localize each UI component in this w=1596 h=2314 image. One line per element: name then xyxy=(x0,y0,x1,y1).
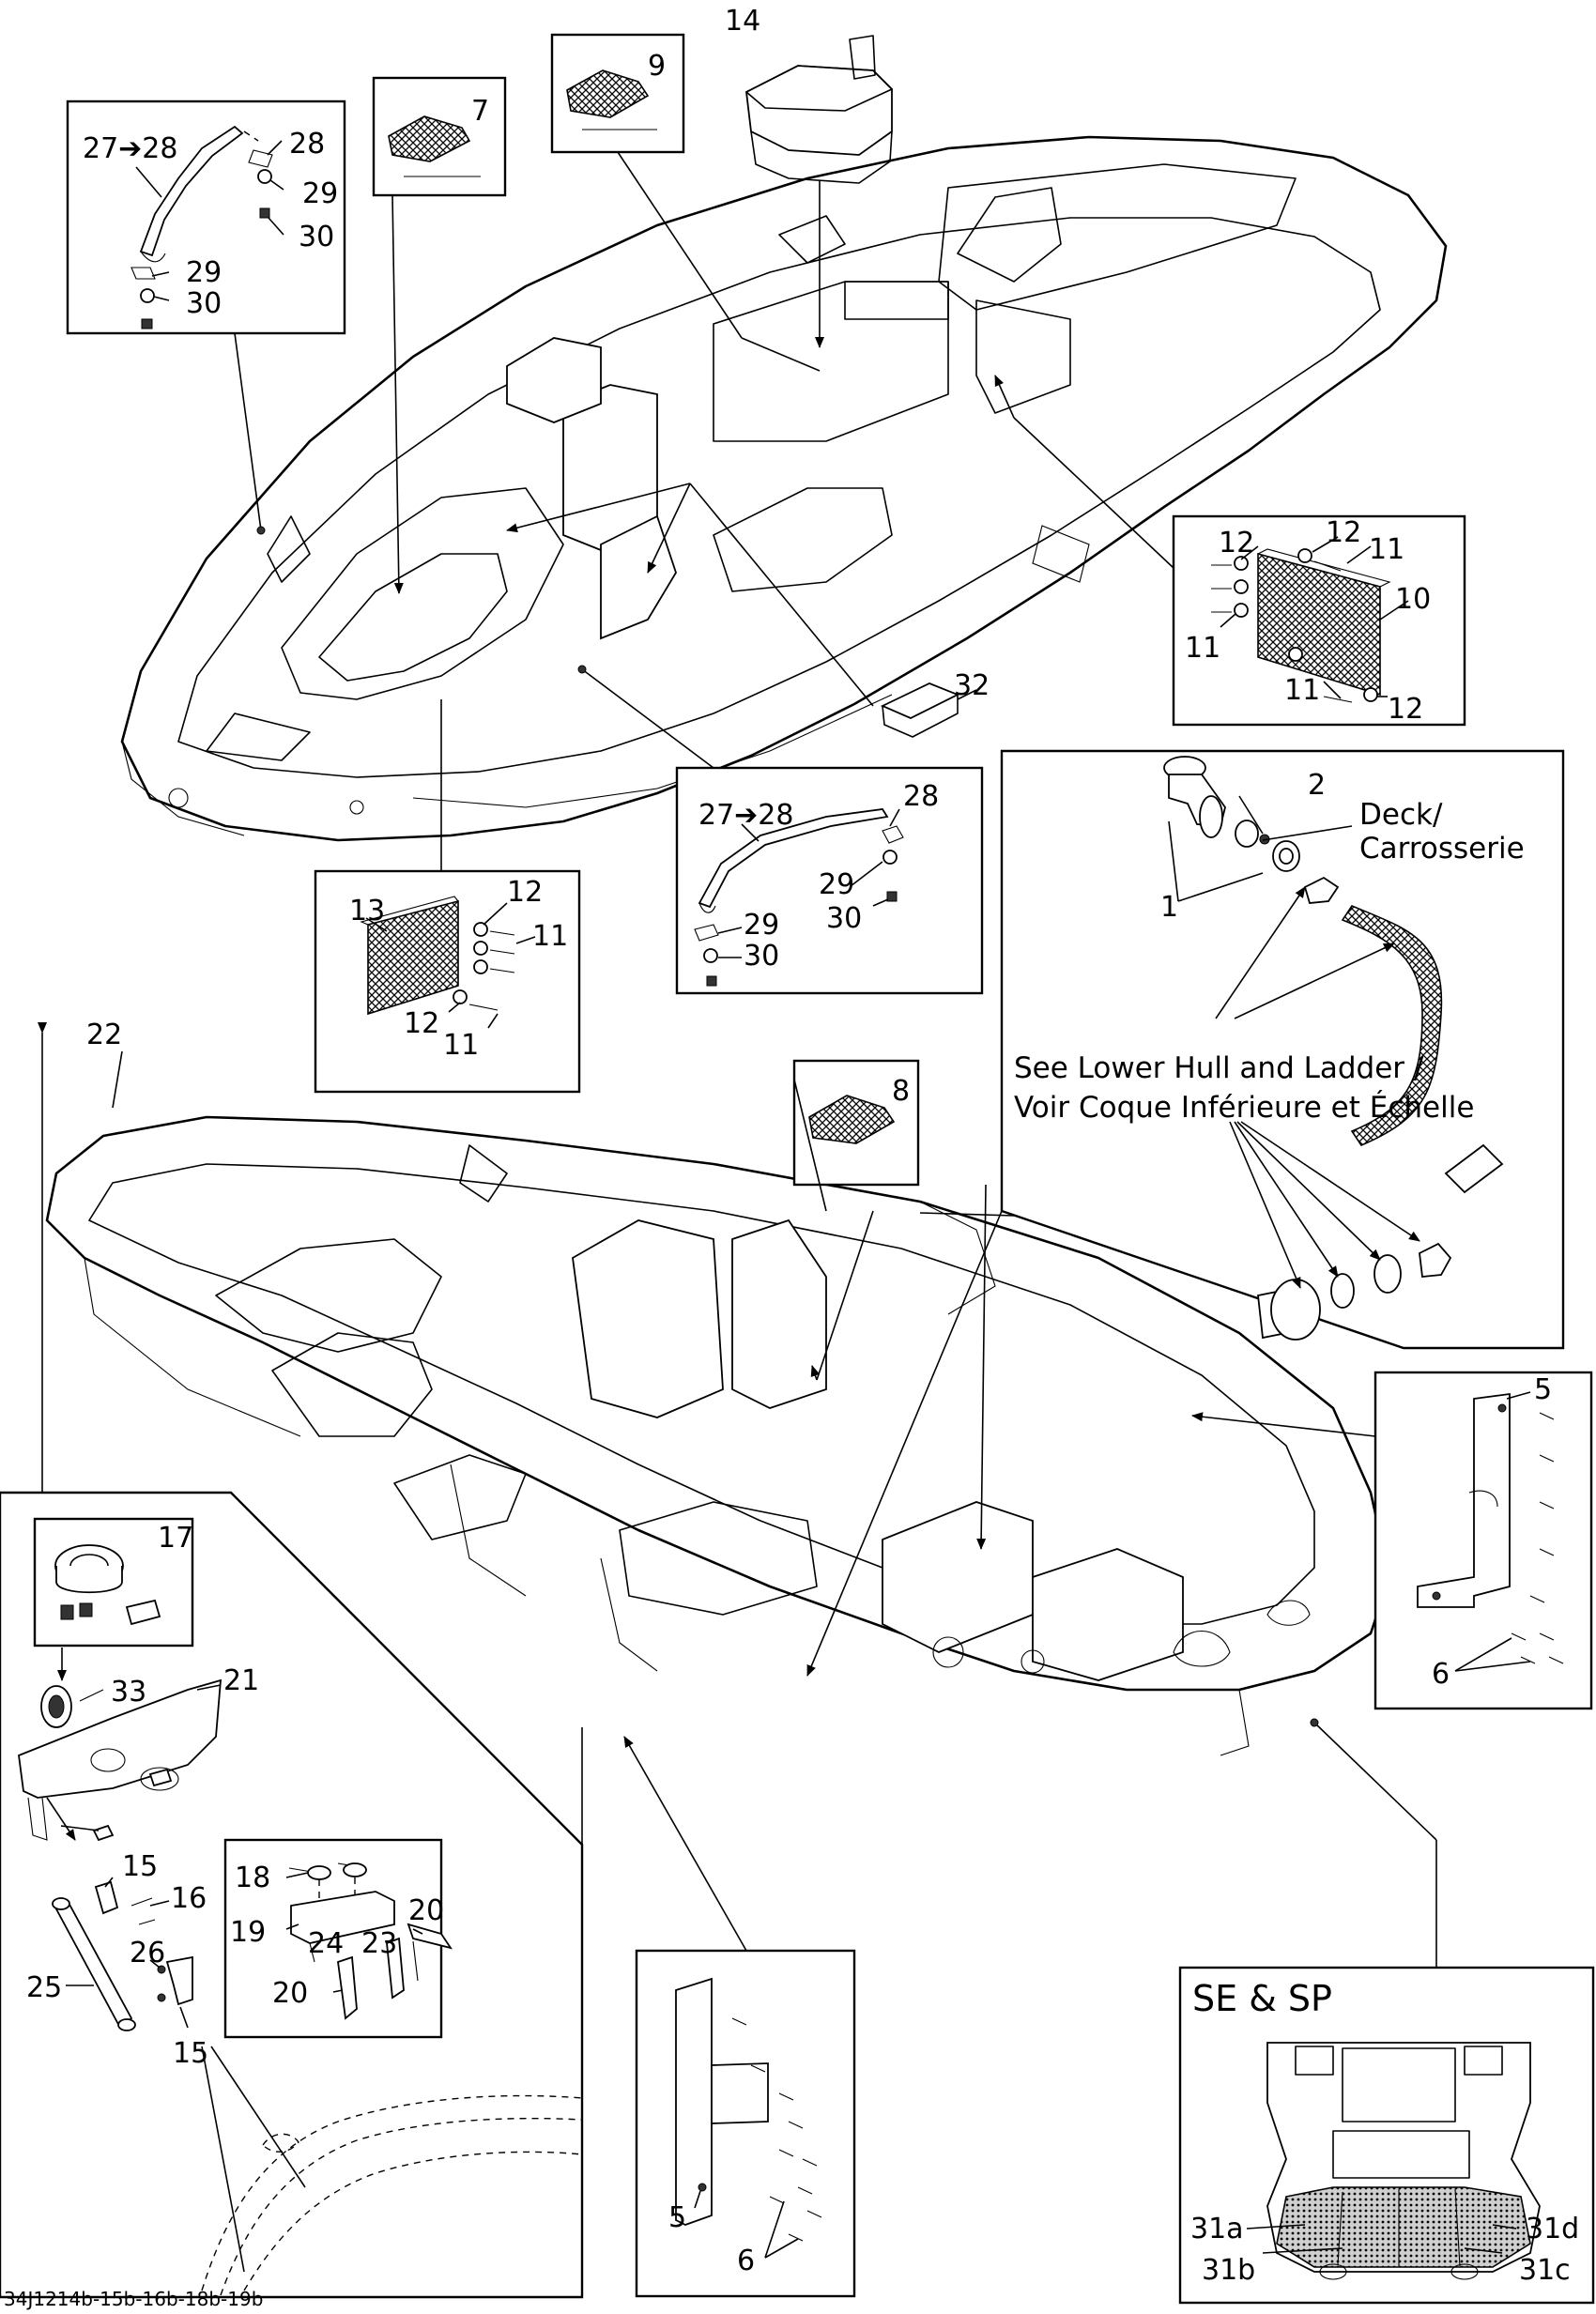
box-grab-handle-b xyxy=(675,766,984,995)
label-6-b: 6 xyxy=(737,2245,755,2277)
see-note-line2: Voir Coque Inférieure et Échelle xyxy=(1014,1091,1474,1125)
label-31b: 31b xyxy=(1202,2254,1255,2287)
label-32: 32 xyxy=(954,669,990,702)
box-drain xyxy=(1000,749,1565,1350)
part-labels: 27➔28 28 29 30 29 30 7 9 14 12 12 11 10 … xyxy=(4,5,1579,2310)
label-6-a: 6 xyxy=(1432,1658,1450,1691)
label-5-a: 5 xyxy=(1534,1373,1552,1406)
label-31c: 31c xyxy=(1519,2254,1571,2287)
box-grab-handle-a xyxy=(66,100,346,335)
box-se-sp xyxy=(1178,1966,1595,2305)
label-31a: 31a xyxy=(1190,2213,1244,2245)
label-30-c: 30 xyxy=(826,902,862,935)
label-11-e: 11 xyxy=(443,1029,479,1062)
box-item-9 xyxy=(550,33,685,154)
label-29-a: 29 xyxy=(302,177,338,210)
label-12-e: 12 xyxy=(404,1007,439,1040)
label-30-b: 30 xyxy=(186,287,222,320)
deck-note-line2: Carrosserie xyxy=(1359,832,1525,866)
label-28-b: 28 xyxy=(903,780,939,813)
label-27-28-a: 27➔28 xyxy=(83,132,177,165)
label-29-d: 29 xyxy=(744,909,779,942)
upper-deck xyxy=(120,135,1448,842)
label-15-a: 15 xyxy=(122,1850,158,1883)
box-mesh-10 xyxy=(1172,514,1466,727)
label-11-b: 11 xyxy=(1185,632,1220,665)
label-13: 13 xyxy=(349,895,385,927)
label-30-a: 30 xyxy=(299,221,334,253)
label-26: 26 xyxy=(130,1937,165,1969)
label-12-c: 12 xyxy=(1388,693,1423,726)
box-mesh-13 xyxy=(314,869,581,1094)
item-14-cooler xyxy=(745,35,893,348)
label-28-a: 28 xyxy=(289,128,325,161)
label-18: 18 xyxy=(235,1862,270,1894)
label-5-b: 5 xyxy=(668,2201,686,2234)
label-7: 7 xyxy=(471,95,489,128)
label-21: 21 xyxy=(223,1664,259,1697)
label-22: 22 xyxy=(86,1019,122,1051)
label-17: 17 xyxy=(158,1522,193,1555)
box-storage-lid xyxy=(0,1491,584,2299)
box-panel-5-right xyxy=(1373,1371,1593,1710)
label-12-b: 12 xyxy=(1326,516,1361,549)
se-sp-title: SE & SP xyxy=(1192,1978,1332,2019)
lower-deck xyxy=(45,1115,1391,1756)
box-item-7 xyxy=(372,76,507,197)
label-19: 19 xyxy=(230,1916,266,1949)
see-note-line1: See Lower Hull and Ladder / xyxy=(1014,1051,1424,1085)
label-16: 16 xyxy=(171,1882,207,1915)
label-11-a: 11 xyxy=(1369,533,1404,566)
label-14: 14 xyxy=(725,5,760,38)
deck-note-line1: Deck/ xyxy=(1359,798,1443,832)
label-23: 23 xyxy=(361,1927,397,1960)
label-30-d: 30 xyxy=(744,940,779,973)
figure-code: 34J1214b-15b-16b-18b-19b xyxy=(4,2288,263,2310)
label-2: 2 xyxy=(1308,769,1326,802)
label-11-c: 11 xyxy=(1284,674,1320,707)
label-20-b: 20 xyxy=(272,1977,308,2010)
label-33: 33 xyxy=(111,1676,146,1709)
label-15-b: 15 xyxy=(173,2037,208,2070)
label-20-a: 20 xyxy=(408,1894,444,1927)
label-1: 1 xyxy=(1160,891,1178,924)
label-29-c: 29 xyxy=(819,868,854,901)
leader-lines xyxy=(38,151,1437,1968)
label-25: 25 xyxy=(26,1971,62,2004)
item-32 xyxy=(880,682,977,738)
label-27-28-b: 27➔28 xyxy=(698,799,793,832)
label-11-d: 11 xyxy=(532,920,568,953)
label-10: 10 xyxy=(1395,583,1431,616)
label-12-a: 12 xyxy=(1219,527,1254,559)
label-29-b: 29 xyxy=(186,256,222,289)
label-8: 8 xyxy=(892,1075,910,1108)
label-12-d: 12 xyxy=(507,876,543,909)
label-24: 24 xyxy=(308,1927,344,1960)
box-panel-5-bottom xyxy=(635,1949,856,2298)
label-31d: 31d xyxy=(1526,2213,1579,2245)
label-9: 9 xyxy=(648,50,666,83)
